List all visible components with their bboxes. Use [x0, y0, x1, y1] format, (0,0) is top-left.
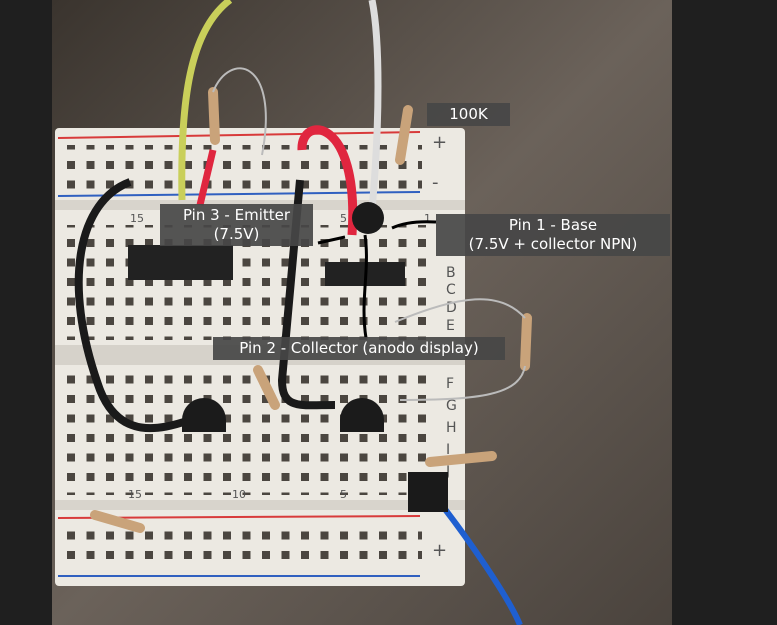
row-label: E — [446, 318, 455, 334]
resistor-value-label: 100K — [427, 103, 510, 126]
column-label: 15 — [130, 212, 144, 225]
white-wire — [368, 0, 382, 211]
rail-minus-label: - — [432, 172, 439, 193]
red-wire — [297, 125, 358, 236]
jumper-connector — [408, 472, 448, 512]
rail-plus-label: + — [432, 132, 447, 153]
black-wire — [277, 179, 336, 410]
column-label: 5 — [340, 488, 347, 501]
resistor — [90, 87, 532, 533]
row-label: H — [446, 420, 457, 436]
collector-label: Pin 2 - Collector (anodo display) — [213, 337, 505, 360]
red-wire — [196, 149, 217, 206]
black-wire — [74, 178, 192, 433]
column-label: 1 — [424, 212, 431, 225]
row-label: B — [446, 265, 456, 281]
transistor — [340, 398, 384, 432]
ic-chip — [128, 245, 233, 280]
row-label: G — [446, 398, 457, 414]
column-label: 10 — [232, 488, 246, 501]
base-label-line1: Pin 1 - Base — [508, 216, 598, 234]
emitter-label: Pin 3 - Emitter (7.5V) — [160, 204, 313, 246]
row-label: F — [446, 376, 454, 392]
breadboard-photo: + - + 15 5 1 15 10 5 B C D E F G H I J — [52, 0, 672, 625]
row-label: C — [446, 282, 456, 298]
transistor-pnp — [352, 202, 384, 234]
row-label: I — [446, 442, 450, 458]
rail-plus-label-bottom: + — [432, 540, 447, 561]
row-label: D — [446, 300, 457, 316]
column-label: 5 — [340, 212, 347, 225]
yellow-wire — [178, 0, 233, 201]
column-label: 15 — [128, 488, 142, 501]
emitter-label-line2: (7.5V) — [213, 225, 260, 243]
emitter-label-line1: Pin 3 - Emitter — [182, 206, 291, 224]
transistor — [182, 398, 226, 432]
base-label-line2: (7.5V + collector NPN) — [468, 235, 638, 253]
base-label: Pin 1 - Base (7.5V + collector NPN) — [436, 214, 670, 256]
